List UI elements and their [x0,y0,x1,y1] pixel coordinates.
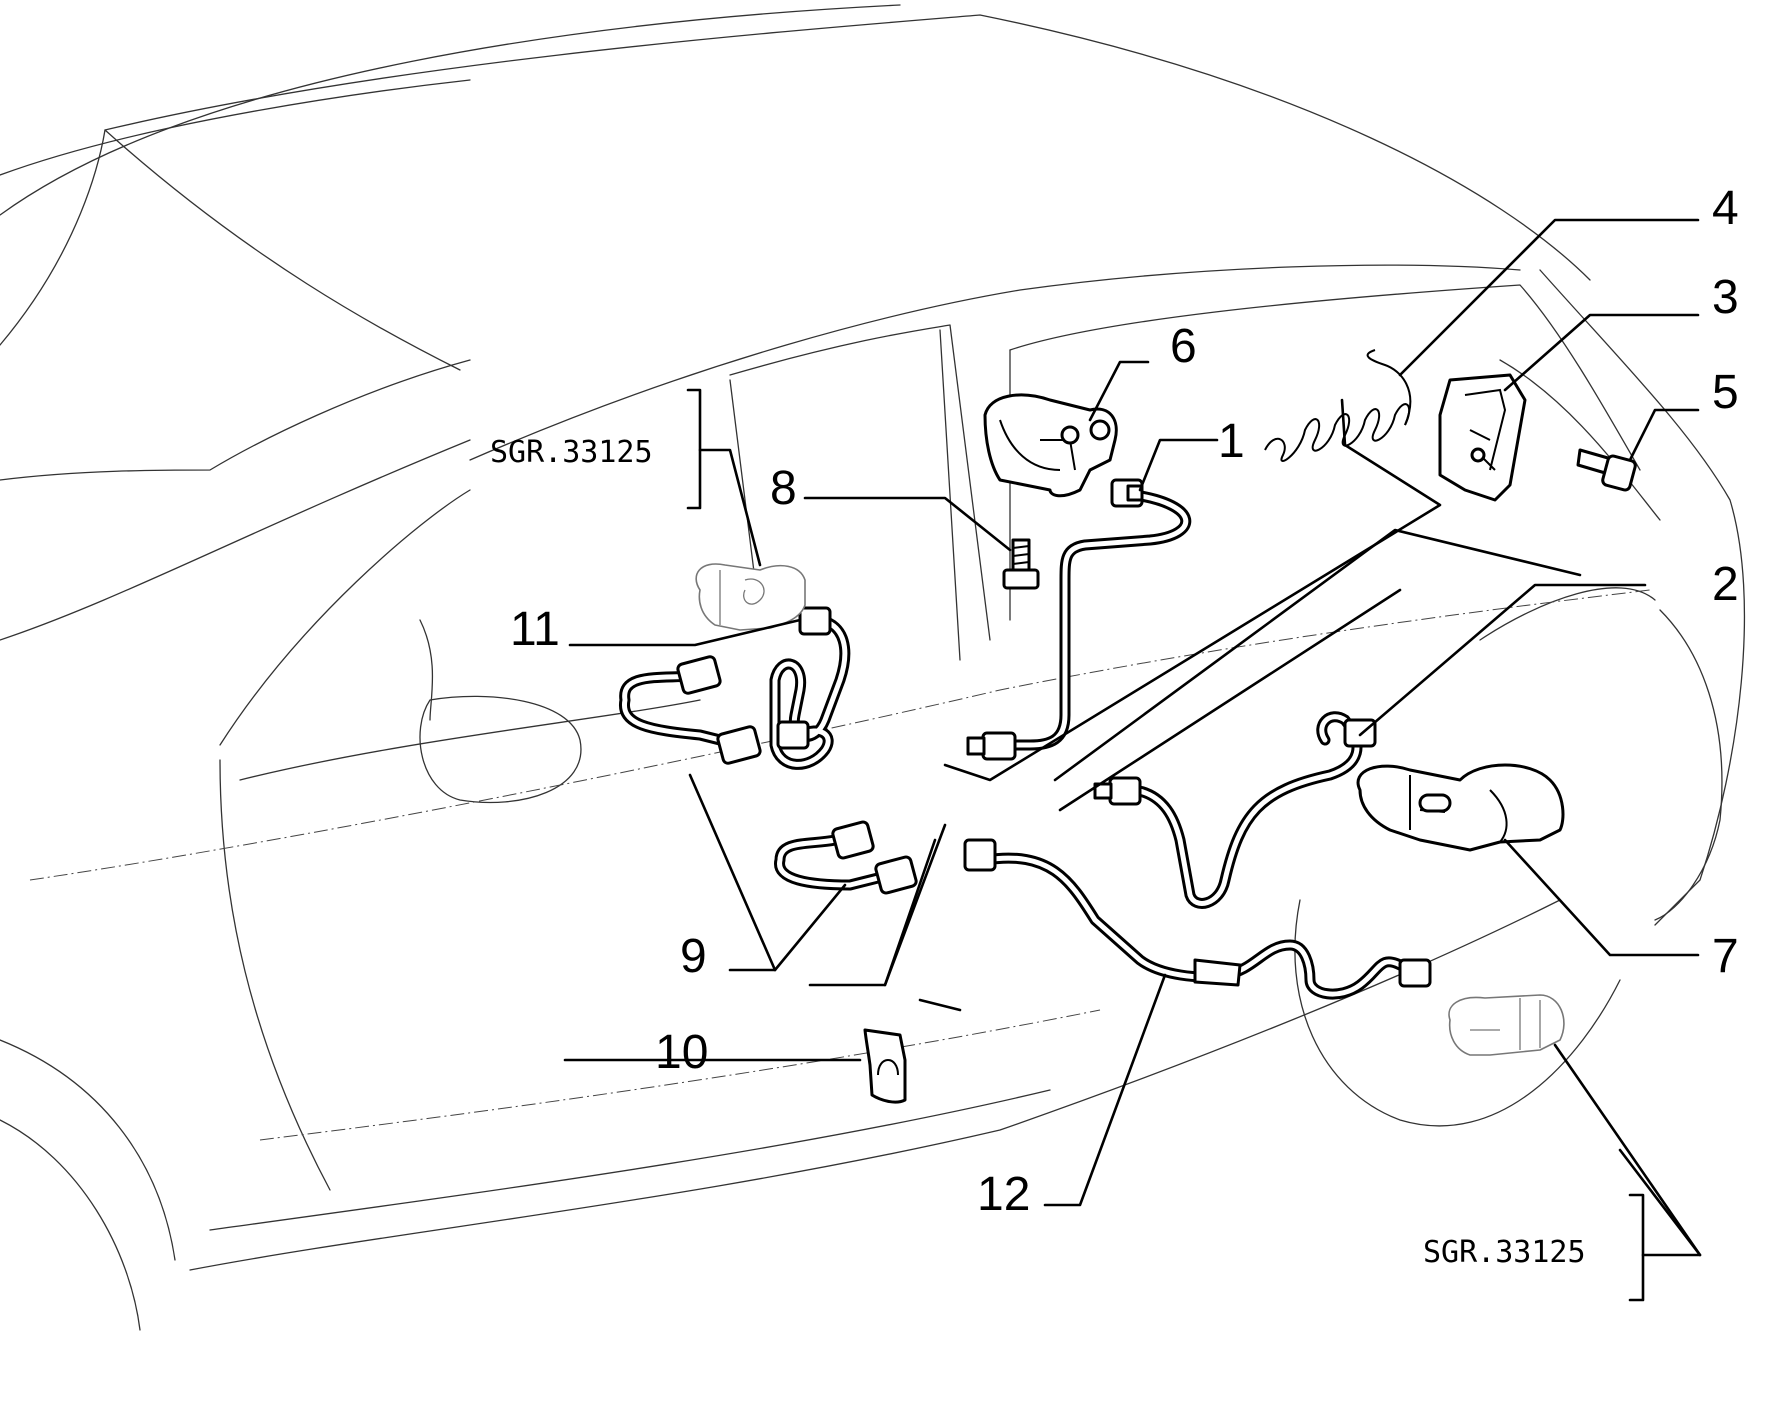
reference-label-upper-left: SGR.33125 [490,435,653,470]
reference-label-lower-right: SGR.33125 [1423,1235,1586,1270]
callout-numbers: 1 2 3 4 5 6 7 8 9 10 11 12 [510,182,1739,1221]
part-12-long-pipe [963,838,1432,1000]
callout-11: 11 [510,603,560,656]
callout-3: 3 [1712,271,1739,324]
part-4-spring [1264,349,1412,462]
callout-8: 8 [770,462,797,515]
part-6-valve [983,393,1118,498]
part-8-screw [1002,538,1040,590]
callout-6: 6 [1170,320,1197,373]
sgr-cylinder-lower-right [1448,994,1565,1056]
sgr-valve-upper-left [695,563,806,631]
part-2-brake-pipe [1093,711,1377,909]
car-body-outline [0,4,1746,1331]
reference-labels: SGR.33125 SGR.33125 [490,435,1586,1270]
callout-5: 5 [1712,366,1739,419]
part-3-bracket [1438,373,1527,502]
callout-4: 4 [1712,182,1739,235]
part-9-flexible-hoses [619,655,918,895]
part-1-brake-pipe [966,478,1192,761]
part-5-bolt [1576,448,1637,492]
part-11-looped-pipe [769,606,851,770]
callout-9: 9 [680,930,707,983]
callout-1: 1 [1218,415,1245,468]
part-7-load-bracket [1356,763,1565,852]
part-10-clip [863,1028,907,1104]
callout-10: 10 [655,1026,708,1079]
callout-12: 12 [977,1168,1030,1221]
callout-7: 7 [1712,930,1739,983]
callout-2: 2 [1712,558,1739,611]
leader-lines [563,218,1702,1302]
